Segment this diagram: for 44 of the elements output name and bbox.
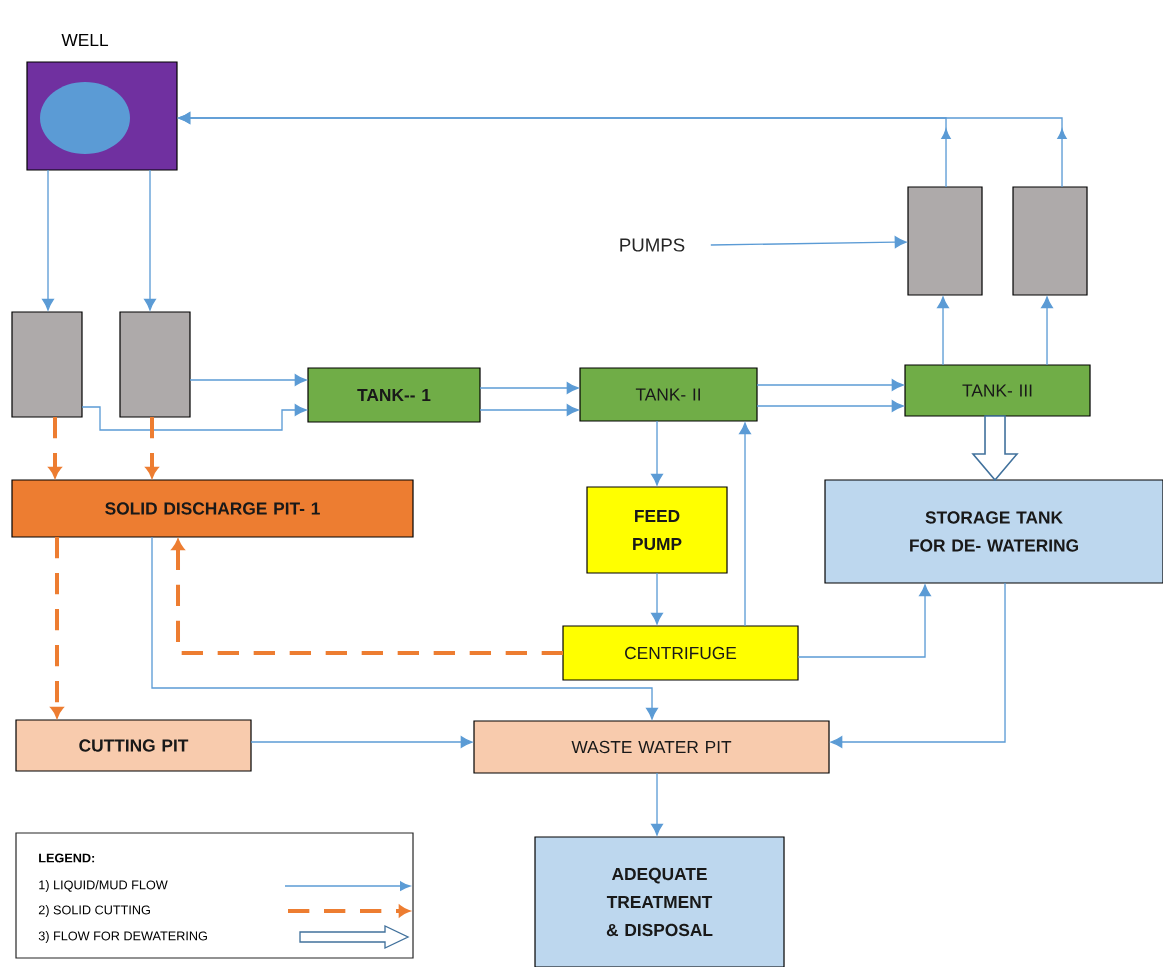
process-box: WASTE WATER PIT [473, 720, 830, 774]
arrow [189, 374, 307, 386]
arrow [756, 379, 904, 391]
equipment-box [11, 311, 83, 418]
dashed-arrow [50, 537, 64, 718]
legend-text: 3) FLOW FOR DEWATERING [38, 931, 207, 943]
dashed-arrow [171, 539, 563, 655]
arrow [651, 420, 663, 486]
arrow [651, 572, 663, 625]
arrow [651, 772, 663, 836]
well-label: WELL [61, 34, 109, 46]
process-box: TANK- III [904, 364, 1091, 417]
legend-text: 1) LIQUID/MUD FLOW [39, 880, 168, 892]
process-box: STORAGE TANK FOR DE- WATERING [824, 479, 1163, 584]
arrow [479, 382, 579, 394]
process-box: ADEQUATE TREATMENT & DISPOSAL [534, 836, 785, 967]
text-label: PUMPS [620, 238, 685, 252]
arrow [250, 736, 473, 748]
legend-title: LEGEND: [39, 853, 95, 863]
arrow [756, 400, 904, 412]
process-box: FEED PUMP [586, 486, 728, 574]
legend-text: 2) SOLID CUTTING [38, 905, 150, 917]
arrow [937, 296, 949, 366]
process-box: TANK-- 1 [307, 367, 481, 423]
arrow [81, 404, 307, 431]
arrow [830, 582, 1006, 748]
arrow [1041, 296, 1053, 366]
dashed-arrow [145, 417, 159, 478]
arrow [144, 169, 156, 311]
equipment-box [907, 186, 983, 296]
equipment-box [1012, 186, 1088, 296]
arrow [797, 584, 931, 658]
arrow [739, 422, 751, 627]
process-box: CENTRIFUGE [562, 625, 799, 681]
arrow [479, 404, 579, 416]
block-arrow [971, 415, 1019, 482]
equipment-box [119, 311, 191, 418]
arrow [710, 236, 907, 249]
process-box: TANK- II [579, 367, 758, 422]
arrow [42, 169, 54, 311]
process-box: SOLID DISCHARGE PIT- 1 [11, 479, 414, 538]
dashed-arrow [48, 417, 62, 478]
arrow [151, 536, 658, 720]
process-box: CUTTING PIT [15, 719, 252, 772]
